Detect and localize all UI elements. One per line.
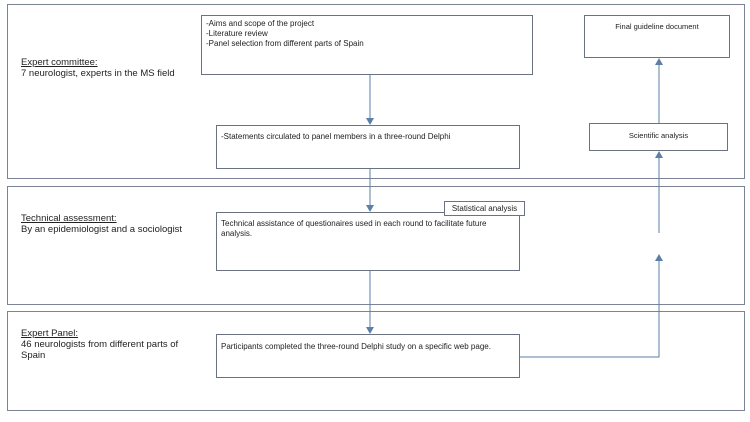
statistical-analysis-text: Statistical analysis bbox=[451, 204, 518, 213]
scientific-analysis-text: Scientific analysis bbox=[628, 131, 689, 140]
technical-assessment-label: Technical assessment: By an epidemiologi… bbox=[21, 213, 211, 235]
technical-assistance-box: Technical assistance of questionaires us… bbox=[216, 212, 520, 271]
expert-panel-label: Expert Panel: 46 neurologists from diffe… bbox=[21, 328, 201, 361]
project-setup-line: -Panel selection from different parts of… bbox=[206, 39, 364, 48]
expert-panel-desc-2: Spain bbox=[21, 350, 46, 361]
expert-committee-title: Expert committee: bbox=[21, 57, 98, 68]
participants-box: Participants completed the three-round D… bbox=[216, 334, 520, 378]
final-guideline-box: Final guideline document bbox=[584, 15, 730, 58]
expert-committee-label: Expert committee: 7 neurologist, experts… bbox=[21, 57, 201, 79]
statistical-analysis-box: Statistical analysis bbox=[444, 201, 525, 216]
project-setup-line: -Literature review bbox=[206, 29, 268, 38]
delphi-statements-text: -Statements circulated to panel members … bbox=[221, 132, 451, 141]
technical-assessment-title: Technical assessment: bbox=[21, 213, 117, 224]
expert-panel-desc-1: 46 neurologists from different parts of bbox=[21, 339, 179, 350]
expert-panel-title: Expert Panel: bbox=[21, 328, 79, 339]
technical-assessment-desc: By an epidemiologist and a sociologist bbox=[21, 224, 183, 235]
final-guideline-text: Final guideline document bbox=[615, 22, 699, 31]
delphi-statements-box: -Statements circulated to panel members … bbox=[216, 125, 520, 169]
technical-assistance-line-2: analysis. bbox=[221, 229, 253, 238]
technical-assistance-line-1: Technical assistance of questionaires us… bbox=[221, 219, 487, 228]
project-setup-box: -Aims and scope of the project -Literatu… bbox=[201, 15, 533, 75]
expert-committee-desc: 7 neurologist, experts in the MS field bbox=[21, 68, 175, 79]
participants-text: Participants completed the three-round D… bbox=[221, 342, 491, 351]
project-setup-line: -Aims and scope of the project bbox=[206, 19, 315, 28]
scientific-analysis-box: Scientific analysis bbox=[589, 123, 728, 151]
